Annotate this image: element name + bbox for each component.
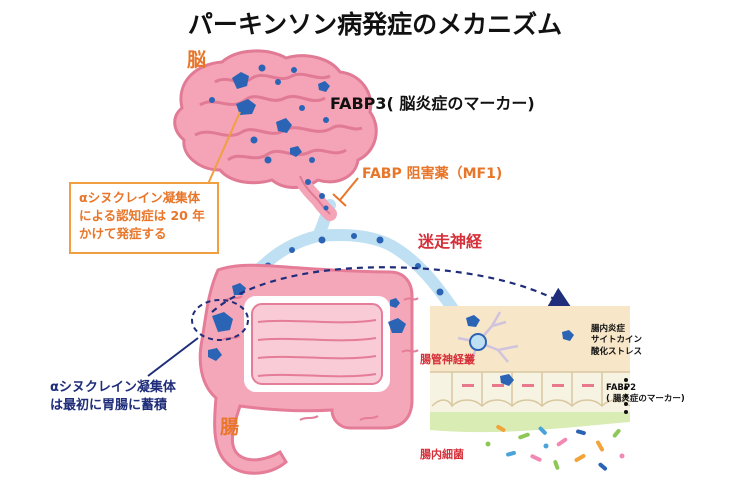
- inflammation-line: 腸内炎症: [591, 324, 626, 334]
- spread-arrow: [211, 266, 572, 313]
- gut-note-line: は最初に胃腸に蓄積: [50, 398, 168, 414]
- brain-note-line: による認知症は 20 年: [79, 208, 205, 224]
- gut-label: 腸: [220, 416, 240, 438]
- inhibitor-label: FABP 阻害薬（MF1): [362, 166, 503, 182]
- accumulation-highlight: [191, 299, 249, 341]
- gut-flora-label: 腸内細菌: [420, 448, 464, 461]
- gut-callout-line: [147, 337, 199, 377]
- brain-label: 脳: [187, 49, 207, 71]
- fabp2-label: FABP2 ( 腸炎症のマーカー): [606, 383, 685, 406]
- gut-note: αシヌクレイン凝集体 は最初に胃腸に蓄積: [50, 379, 176, 415]
- inflammation-label: 腸内炎症 サイトカイン 酸化ストレス: [591, 324, 642, 358]
- brain-note-line: αシヌクレイン凝集体: [79, 190, 201, 205]
- brain-aggregates: [209, 64, 330, 211]
- fabp2-line: FABP2: [606, 383, 637, 393]
- tissue-section: [430, 306, 631, 433]
- enteric-plexus-label: 腸管神経叢: [420, 353, 475, 366]
- inflammation-line: 酸化ストレス: [591, 346, 643, 357]
- fabp2-line: ( 腸炎症のマーカー): [606, 394, 685, 405]
- vagus-nerve-label: 迷走神経: [418, 232, 483, 251]
- neuron-body: [469, 333, 487, 351]
- page-title: パーキンソン病発症のメカニズム: [187, 10, 563, 39]
- fabp3-label: FABP3( 脳炎症のマーカー): [330, 94, 535, 113]
- brain-callout-line: [207, 111, 241, 185]
- intestine-illustration: [198, 263, 419, 475]
- gut-bacteria: [485, 425, 625, 471]
- inflammation-line: サイトカイン: [591, 335, 643, 346]
- brain-note-box: αシヌクレイン凝集体 による認知症は 20 年 かけて発症する: [69, 182, 219, 254]
- gut-note-line: αシヌクレイン凝集体: [50, 380, 176, 395]
- tissue-aggregates: [466, 315, 574, 386]
- inhibitor-indicator: [332, 177, 359, 207]
- brain-note-line: かけて発症する: [79, 226, 167, 242]
